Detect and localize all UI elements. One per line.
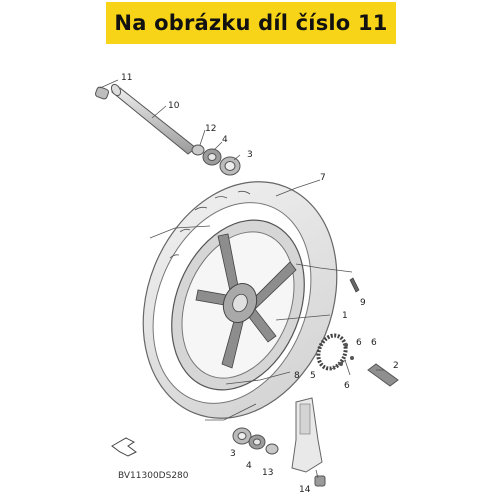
part-2-tube — [367, 363, 399, 387]
part-5-brake-disc — [316, 333, 348, 371]
callout-6-b: 6 — [371, 338, 377, 348]
callout-3-top: 3 — [247, 150, 253, 160]
front-arrow-icon — [111, 437, 137, 457]
callout-8: 8 — [294, 371, 300, 381]
callout-12: 12 — [205, 124, 216, 134]
callout-6-c: 6 — [344, 381, 350, 391]
part-3-bearing-bottom — [232, 427, 252, 445]
callout-13: 13 — [262, 468, 273, 478]
leader-lines — [99, 79, 384, 479]
callout-5: 5 — [310, 371, 316, 381]
title-banner: Na obrázku díl číslo 11 — [106, 2, 396, 44]
callout-9: 9 — [360, 298, 366, 308]
callout-11: 11 — [121, 73, 132, 83]
diagram-code: BV11300DS280 — [118, 471, 189, 481]
callout-2: 2 — [393, 361, 399, 371]
callout-7: 7 — [320, 173, 326, 183]
fork-leg — [291, 397, 323, 473]
callout-labels: 11 10 12 4 3 7 9 1 6 6 2 8 5 6 3 4 13 14 — [121, 73, 399, 495]
part-12-collar — [191, 144, 205, 156]
part-11-cap — [94, 86, 110, 100]
banner-text: Na obrázku díl číslo 11 — [114, 11, 388, 35]
part-6-bolts — [339, 343, 354, 366]
callout-4-top: 4 — [222, 135, 228, 145]
callout-10: 10 — [168, 101, 180, 111]
callout-6-a: 6 — [356, 338, 362, 348]
part-4-spacer-bottom — [248, 434, 266, 450]
part-14-bolt — [314, 475, 326, 487]
part-13-collar — [265, 443, 279, 455]
callout-14: 14 — [299, 485, 311, 495]
part-1-rim — [171, 219, 305, 391]
part-4-spacer-top — [202, 148, 222, 166]
part-10-axle — [110, 83, 197, 155]
callout-3-bottom: 3 — [230, 449, 236, 459]
part-9-valve — [349, 277, 360, 293]
callout-1: 1 — [342, 311, 348, 321]
callout-4-bottom: 4 — [246, 461, 252, 471]
part-3-bearing-top — [219, 156, 241, 176]
